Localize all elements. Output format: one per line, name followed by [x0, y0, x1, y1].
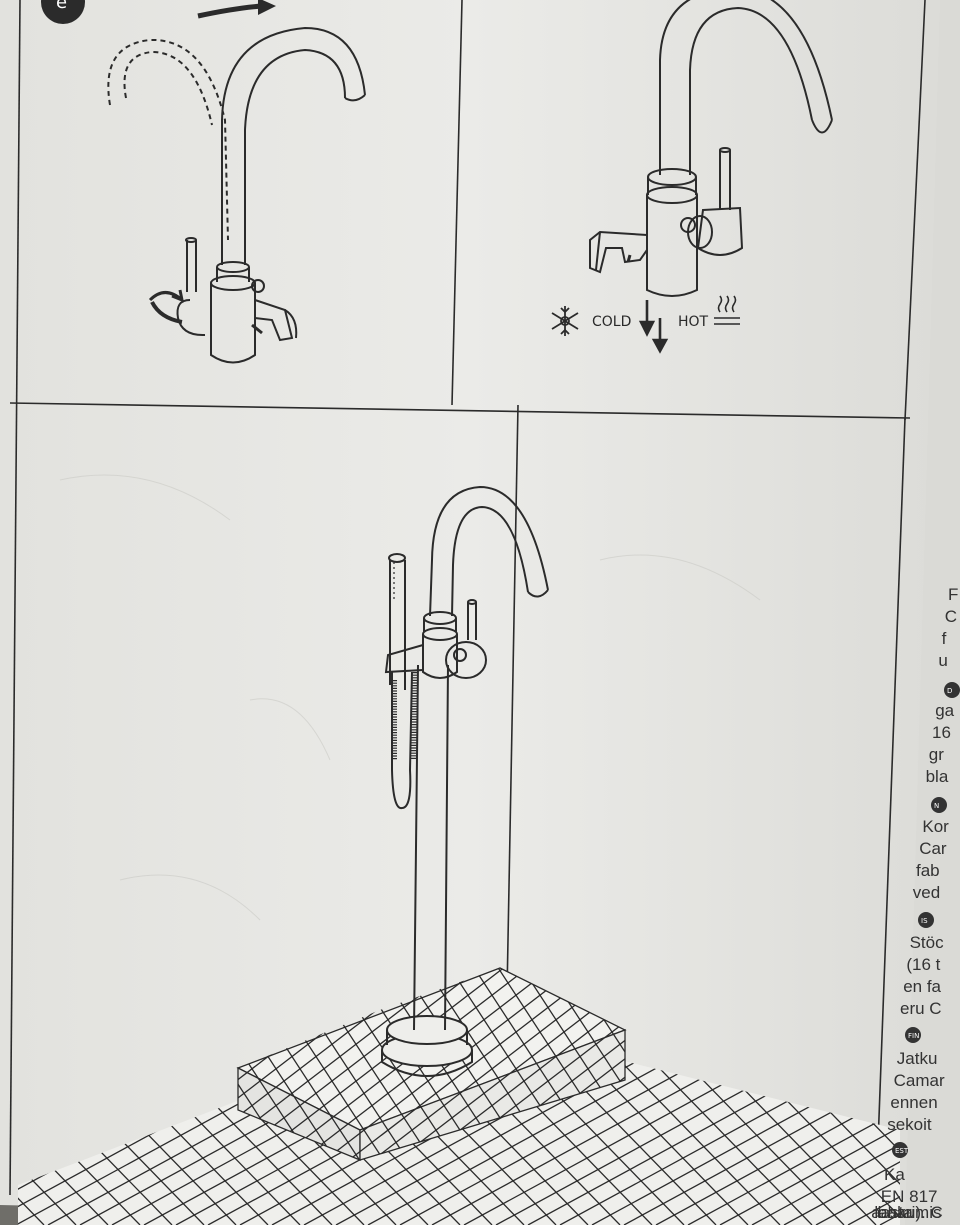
panel-borders — [9, 0, 926, 1225]
side-page-snippet: ennen — [890, 1093, 937, 1112]
side-page-snippet: bla — [926, 767, 949, 786]
language-marker-label: EST — [895, 1147, 909, 1155]
language-marker-icon — [944, 682, 960, 698]
side-page-snippet: 16 — [932, 723, 951, 742]
language-marker-label: FIN — [908, 1032, 919, 1040]
side-page-snippet: (16 t — [906, 955, 940, 974]
step-badge: e — [41, 0, 85, 24]
side-page-snippet: sekoit — [887, 1115, 932, 1134]
freestanding-faucet-illustration — [381, 485, 549, 1077]
floor-tile-line — [599, 1060, 781, 1225]
cold-label: COLD — [592, 314, 631, 330]
language-marker-icon — [931, 797, 947, 813]
side-page-snippet: f — [942, 629, 947, 648]
floor-tile-line — [18, 1060, 77, 1225]
side-page-snippet: baari). C — [878, 1203, 943, 1222]
snowflake-icon — [551, 306, 579, 336]
side-page-snippet: Car — [919, 839, 947, 858]
side-page-snippet: en fa — [903, 977, 941, 996]
floor-tile-line — [687, 1060, 900, 1225]
language-marker-label: N — [934, 802, 939, 810]
side-page-snippet: Kor — [922, 817, 949, 836]
side-page-snippet: F — [948, 585, 958, 604]
side-page-snippet: ga — [935, 701, 954, 720]
lever-rotate-icon — [148, 289, 185, 303]
faucet-hot-cold-illustration — [589, 0, 833, 297]
side-page-snippet: gr — [929, 745, 944, 764]
side-page-snippet: Stöc — [910, 933, 945, 952]
language-marker-icon — [918, 912, 934, 928]
language-marker-label: D — [947, 687, 952, 695]
heat-icon — [714, 295, 740, 325]
language-marker-icon — [892, 1142, 908, 1158]
main-page — [0, 0, 940, 1225]
side-page-snippet: lahkumis — [874, 1203, 941, 1222]
rotate-arrow-icon — [197, 3, 263, 19]
language-marker-label: IS — [921, 917, 928, 925]
side-page-snippet: fab — [916, 861, 940, 880]
side-page-snippet: ved — [913, 883, 940, 902]
side-page-snippet: Camar — [894, 1071, 945, 1090]
floor-tile-line — [751, 1060, 900, 1225]
hot-label: HOT — [678, 314, 709, 330]
floor-tile-line — [719, 1060, 900, 1225]
floor-tile-line — [783, 1060, 900, 1225]
rotate-arrowhead-icon — [258, 0, 276, 15]
floor-tile-line — [815, 1060, 900, 1225]
floor-tile-line — [631, 1060, 813, 1225]
shower-hose — [391, 671, 417, 810]
floor-tile-line — [18, 1060, 109, 1225]
side-page-snippet: Jatku — [897, 1049, 938, 1068]
floor-tile-line — [655, 1060, 900, 1225]
side-page-snippet: aasta — [871, 1203, 913, 1222]
flow-down-arrows-icon — [638, 300, 669, 354]
language-marker-icon — [905, 1027, 921, 1043]
floor-tile-line — [367, 1060, 709, 1225]
side-page-snippet: u — [938, 651, 947, 670]
side-page-snippet: EN 817 — [881, 1187, 938, 1206]
paper-creases — [59, 474, 761, 921]
side-page-snippet: eru C — [900, 999, 942, 1018]
side-page-snippet: Ka — [884, 1165, 905, 1184]
side-page-snippet: C — [945, 607, 957, 626]
step-badge-label: e — [56, 0, 67, 13]
step-tile-line — [383, 968, 625, 1160]
floor-tile-line — [623, 1060, 900, 1225]
